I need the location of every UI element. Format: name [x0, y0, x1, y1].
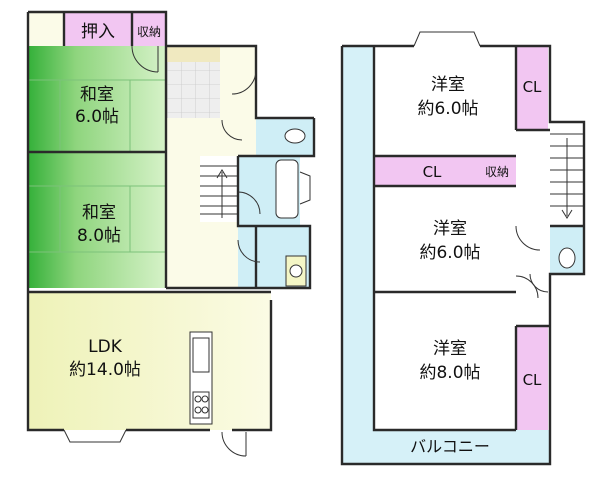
floor-2: 洋室 約6.0帖 CL 収納 洋室 約6.0帖 洋室 約8.0帖 CL CL バ…: [340, 31, 586, 466]
washitsu-top-name: 和室: [80, 85, 114, 105]
youshitsu-top-name: 洋室: [431, 75, 465, 95]
cl-mid-area: [374, 156, 478, 186]
stair-1f: [200, 156, 240, 222]
door-arc-2f-mid: [515, 225, 541, 251]
cl-bottom-right-area: [516, 326, 548, 430]
youshitsu-mid-floor: [374, 186, 516, 292]
shuno-2f-area: [478, 156, 516, 186]
youshitsu-top-floor: [374, 46, 516, 156]
cl-top-right-area: [516, 46, 548, 130]
door-arc-bath: [237, 191, 261, 215]
entrance-tile: [166, 62, 220, 118]
youshitsu-bottom-size: 約8.0帖: [419, 363, 480, 383]
door-arc-hall: [231, 69, 257, 95]
washitsu-6-floor: [28, 46, 166, 152]
bay-window-ldk: [63, 429, 127, 443]
getabako: [166, 46, 220, 62]
door-arc-2f-bottom: [515, 275, 539, 299]
washitsu-bottom-name: 和室: [82, 203, 116, 223]
balcony-area: [342, 46, 550, 464]
ldk-size: 約14.0帖: [69, 360, 141, 380]
shuno-area: [132, 12, 166, 46]
stove-icon: [192, 391, 210, 419]
toilet-2f-icon: [558, 247, 576, 269]
door-arc-ldk: [221, 431, 247, 457]
ldk-floor: [28, 292, 271, 430]
tatami-seams: [28, 79, 166, 253]
stair-2f-steps: [550, 133, 584, 219]
bay-window-2f: [413, 31, 481, 47]
ldk-name: LDK: [88, 337, 123, 357]
youshitsu-bottom-name: 洋室: [433, 339, 467, 359]
washitsu-top-size: 6.0帖: [75, 107, 119, 127]
youshitsu-mid-name: 洋室: [433, 219, 467, 239]
cl-top-right-label: CL: [523, 78, 542, 96]
bathtub-icon: [275, 159, 299, 219]
youshitsu-bottom-floor: [374, 292, 516, 430]
youshitsu-mid-size: 約6.0帖: [419, 243, 480, 263]
walls-2f: [340, 44, 586, 466]
hall-2f-floor: [516, 130, 550, 326]
door-arc-oshiire: [131, 45, 159, 73]
oshiire-left-strip: [28, 12, 64, 46]
door-arc-toilet: [221, 119, 243, 141]
youshitsu-top-size: 約6.0帖: [417, 99, 478, 119]
washitsu-8-floor: [28, 152, 166, 288]
sink-icon: [192, 337, 210, 373]
cl-bottom-right-label: CL: [523, 371, 542, 389]
cl-mid-label: CL: [423, 163, 442, 181]
oshiire-label: 押入: [81, 22, 115, 42]
floor-1: 押入 収納 和室 6.0帖 和室 8.0帖 LDK 約14.0帖: [26, 10, 316, 457]
door-arc-wash: [237, 239, 261, 263]
shuno-label-2f: 収納: [485, 165, 509, 179]
stair-1f-steps: [200, 165, 240, 218]
door-arc-2f-toilet: [529, 273, 549, 293]
oshiire-area: [64, 12, 132, 46]
balcony-label: バルコニー: [410, 437, 490, 456]
toilet-1f-icon: [284, 128, 306, 144]
shuno-label-1f: 収納: [137, 25, 161, 39]
walls-1f: [26, 10, 316, 432]
washitsu-bottom-size: 8.0帖: [77, 226, 121, 246]
